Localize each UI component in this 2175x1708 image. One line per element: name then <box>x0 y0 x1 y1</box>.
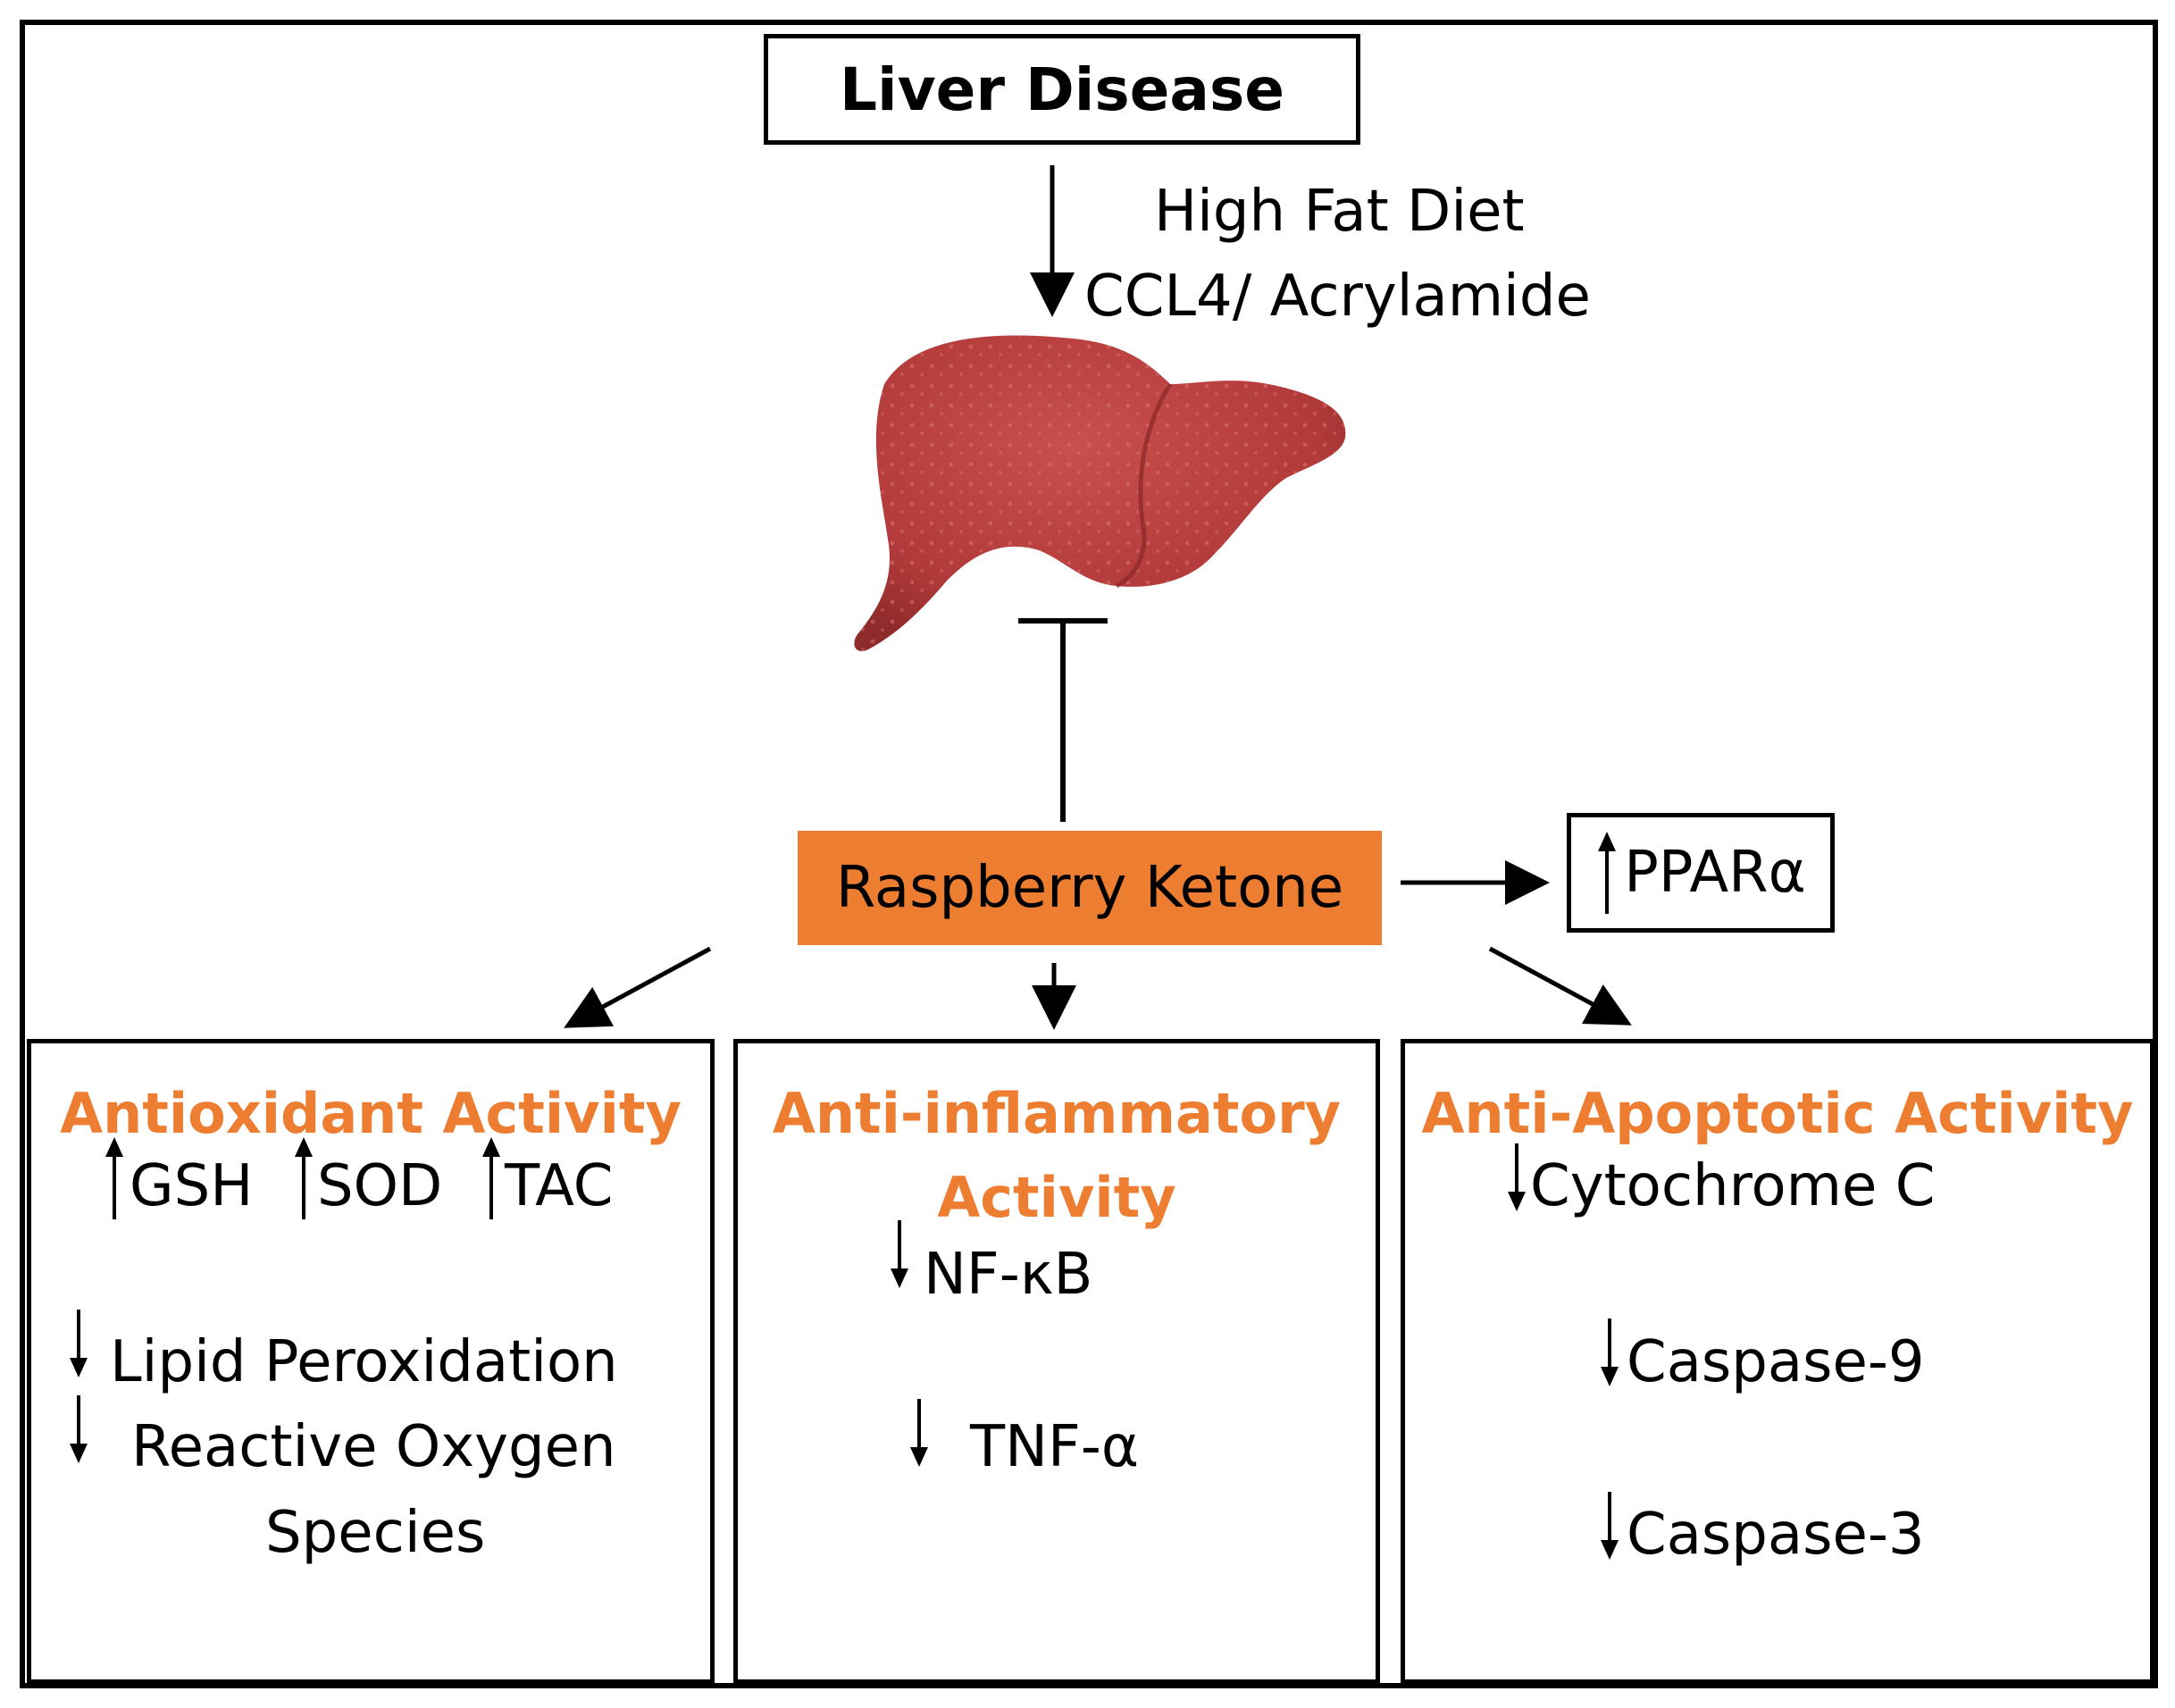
diagram-frame <box>20 20 2158 1688</box>
anti-inflammatory-title-line2: Activity <box>937 1165 1176 1230</box>
ppar-alpha-label: PPARα <box>1624 840 1806 906</box>
liver-disease-box: Liver Disease <box>764 34 1360 145</box>
tac-label: TAC <box>505 1153 614 1219</box>
down-arrow-icon <box>910 1399 928 1467</box>
cause-ccl4-acrylamide: CCL4/ Acrylamide <box>1084 264 1591 330</box>
arrow-to-anti-apoptotic <box>1488 946 1632 1026</box>
ppar-alpha-box: PPARα <box>1567 813 1835 933</box>
caspase-9-label: Caspase-9 <box>1627 1329 1925 1395</box>
sod-label: SOD <box>317 1153 443 1219</box>
anti-inflammatory-title-line1: Anti-inflammatory <box>772 1081 1342 1146</box>
antioxidant-panel: Antioxidant Activity GSH SOD TAC Lipid P… <box>27 1039 715 1684</box>
anti-inflammatory-panel: Anti-inflammatory Activity NF-κB TNF-α <box>733 1039 1380 1684</box>
nfkb-label: NF-κB <box>924 1242 1093 1308</box>
down-arrow-icon <box>1601 1319 1619 1386</box>
down-arrow-icon <box>891 1220 908 1288</box>
up-arrow-icon <box>482 1137 500 1219</box>
up-arrow-icon <box>105 1137 123 1219</box>
down-arrow-icon <box>70 1310 88 1377</box>
anti-apoptotic-title: Anti-Apoptotic Activity <box>1421 1081 2134 1146</box>
down-arrow-icon <box>70 1395 88 1463</box>
raspberry-ketone-box: Raspberry Ketone <box>798 831 1382 945</box>
liver-icon <box>854 335 1346 651</box>
antioxidant-title: Antioxidant Activity <box>60 1081 682 1146</box>
tnf-alpha-label: TNF-α <box>970 1414 1140 1480</box>
cytochrome-c-label: Cytochrome C <box>1530 1153 1936 1219</box>
anti-apoptotic-panel: Anti-Apoptotic Activity Cytochrome C Cas… <box>1401 1039 2154 1684</box>
gsh-label: GSH <box>130 1153 254 1219</box>
up-arrow-icon <box>295 1137 313 1219</box>
raspberry-ketone-label: Raspberry Ketone <box>835 855 1344 921</box>
down-arrow-icon <box>1508 1143 1526 1211</box>
caspase-3-label: Caspase-3 <box>1627 1502 1925 1568</box>
up-arrow-icon <box>1598 832 1617 914</box>
cause-high-fat-diet: High Fat Diet <box>1154 179 1525 245</box>
down-arrow-icon <box>1601 1492 1619 1560</box>
arrow-to-antioxidant <box>564 946 712 1028</box>
lipid-peroxidation-label: Lipid Peroxidation <box>110 1329 618 1395</box>
liver-disease-label: Liver Disease <box>839 54 1285 124</box>
ros-label-line2: Species <box>265 1500 486 1566</box>
ros-label-line1: Reactive Oxygen <box>131 1414 616 1480</box>
